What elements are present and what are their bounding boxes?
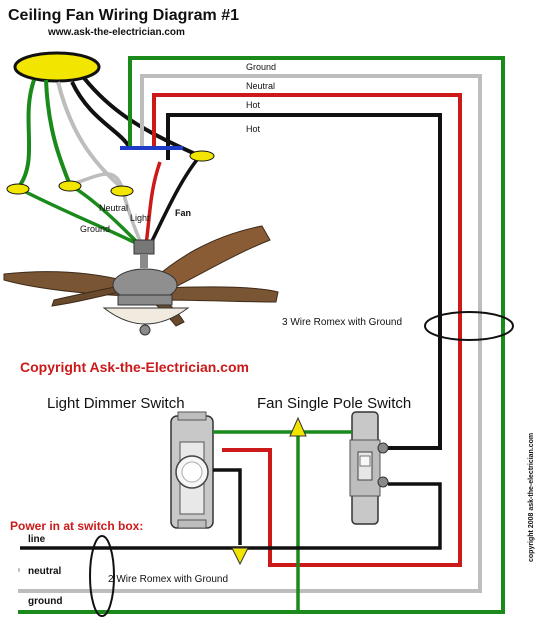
switch-wirenuts — [231, 416, 307, 566]
copyright-text: Copyright Ask-the-Electrician.com — [20, 359, 249, 375]
label-ground-top: Ground — [246, 62, 276, 72]
ceiling-wirenuts — [6, 150, 215, 197]
romex3-ring — [424, 311, 514, 341]
label-hot-2: Hot — [246, 124, 261, 134]
label-fan-ground: Ground — [80, 224, 110, 234]
diagram-url: www.ask-the-electrician.com — [47, 27, 185, 38]
fan-pole-switch — [349, 411, 389, 525]
light-dimmer-switch — [170, 411, 214, 529]
romex2-label: 2 Wire Romex with Ground — [108, 574, 228, 585]
ceiling-fan — [3, 225, 279, 336]
light-switch-label: Light Dimmer Switch — [47, 395, 185, 412]
side-copyright: copyright 2008 ask-the-electrician.com — [528, 433, 535, 562]
ceiling-box — [13, 51, 101, 83]
romex3-label: 3 Wire Romex with Ground — [282, 317, 402, 328]
label-neutral-top: Neutral — [246, 81, 275, 91]
supply-neutral-label: neutral — [28, 566, 62, 577]
supply-line-label: line — [28, 534, 46, 545]
fan-switch-label: Fan Single Pole Switch — [257, 395, 411, 412]
label-fan-fan: Fan — [175, 208, 191, 218]
power-in-label: Power in at switch box: — [10, 519, 143, 533]
label-hot-1: Hot — [246, 100, 261, 110]
diagram-title: Ceiling Fan Wiring Diagram #1 — [8, 7, 239, 24]
main-run — [18, 56, 505, 614]
label-fan-light: Light — [130, 213, 150, 223]
romex2-ring — [89, 535, 115, 617]
label-fan-neutral: Neutral — [99, 203, 128, 213]
supply-ground-label: ground — [28, 596, 62, 607]
